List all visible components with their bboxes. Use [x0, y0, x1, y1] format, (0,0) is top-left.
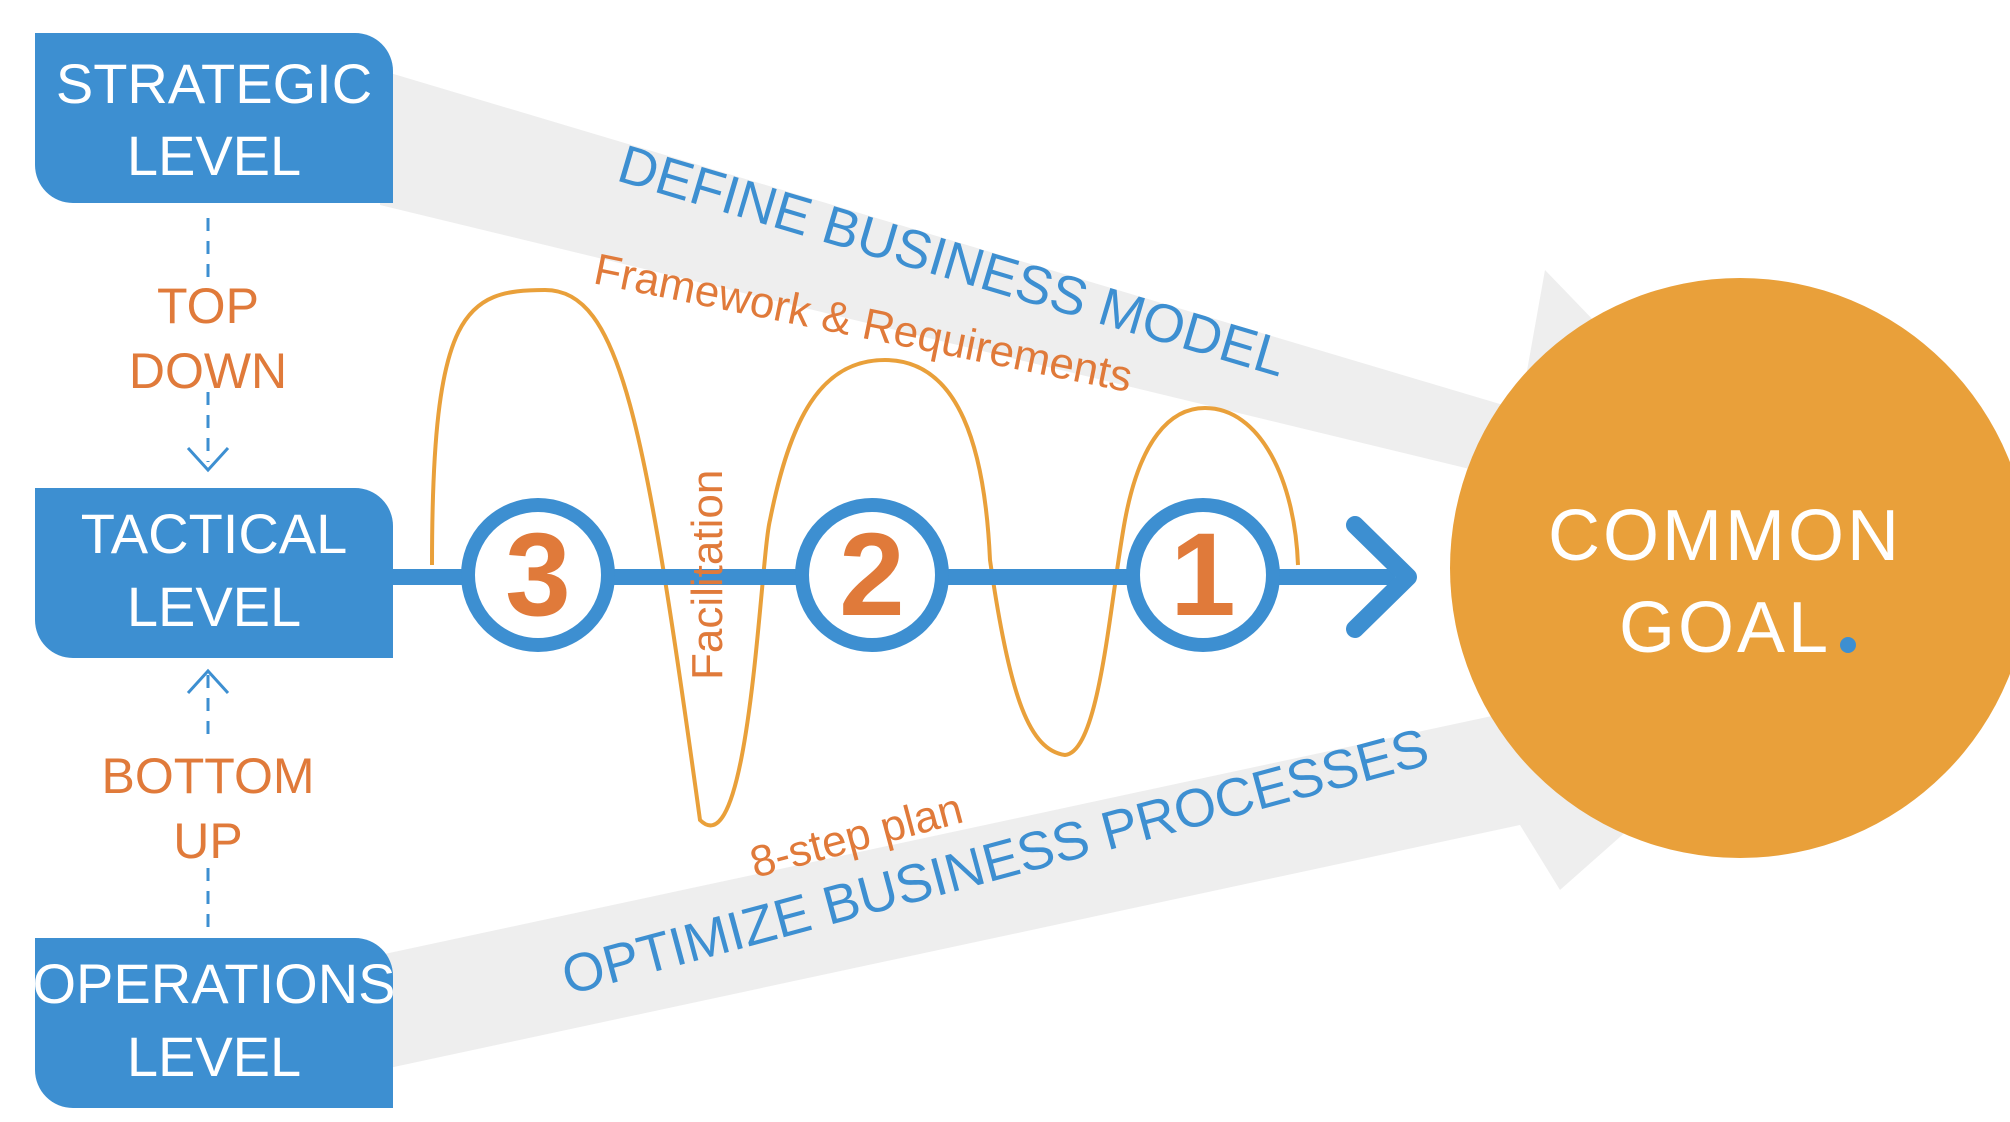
strategic-level-box: STRATEGIC LEVEL: [35, 33, 393, 203]
operations-level-line-2: LEVEL: [127, 1025, 301, 1088]
bottom-up-label-line-2: UP: [173, 813, 242, 869]
step-circle-2: 2: [795, 498, 949, 652]
operations-level-box: OPERATIONS LEVEL: [32, 938, 396, 1108]
optimize-business-processes-arrow: [380, 655, 1690, 1070]
step-number: 2: [839, 509, 905, 641]
strategic-level-line-1: STRATEGIC: [56, 52, 372, 115]
bottom-up-chevron-icon: [186, 668, 230, 695]
tactical-level-line-2: LEVEL: [127, 575, 301, 638]
step-circle-1: 1: [1126, 498, 1280, 652]
top-down-label-line-1: TOP: [157, 278, 259, 334]
top-down-label-line-2: DOWN: [129, 343, 287, 399]
bottom-up-label-line-1: BOTTOM: [102, 748, 315, 804]
tactical-arrow-head: [1346, 516, 1417, 638]
step-number: 3: [505, 509, 571, 641]
goal-dot: [1840, 637, 1856, 653]
tactical-level-line-1: TACTICAL: [81, 502, 348, 565]
step-circle-3: 3: [461, 498, 615, 652]
strategic-level-line-2: LEVEL: [127, 124, 301, 187]
tactical-level-box: TACTICAL LEVEL: [35, 488, 393, 658]
facilitation-label: Facilitation: [683, 470, 732, 680]
step-number: 1: [1170, 509, 1236, 641]
define-business-model-arrow: [380, 70, 1680, 640]
common-goal-line-1: COMMON: [1548, 496, 1902, 576]
common-goal-circle: [1450, 278, 2010, 858]
top-down-chevron-icon: [186, 446, 230, 473]
common-goal-line-2: GOAL: [1619, 588, 1831, 668]
iteration-wave: [430, 287, 1300, 828]
operations-level-line-1: OPERATIONS: [32, 952, 395, 1015]
